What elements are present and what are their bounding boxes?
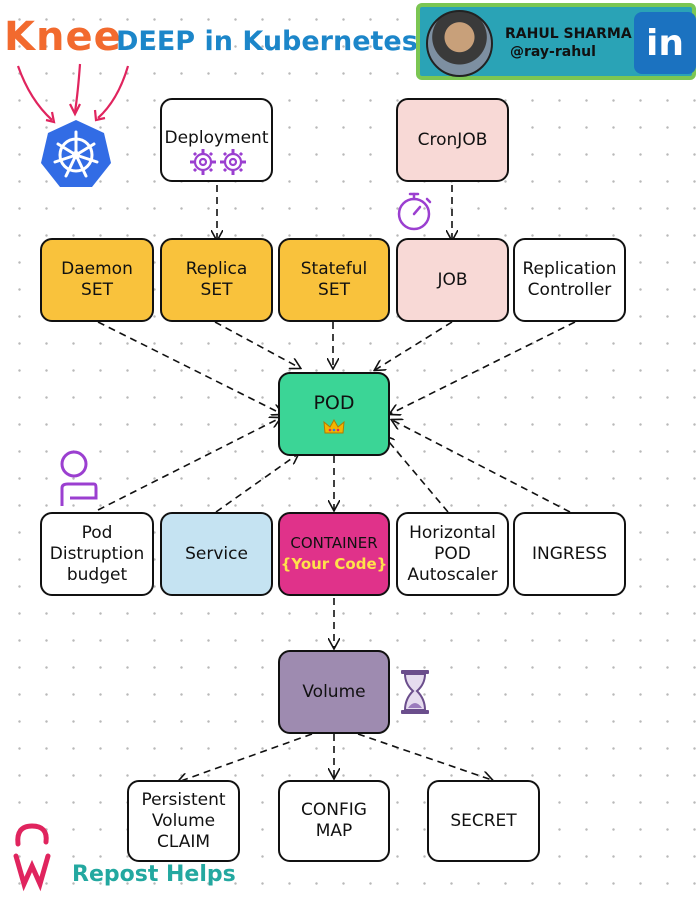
linkedin-icon[interactable]: in bbox=[634, 12, 696, 74]
node-cronjob-label: CronJOB bbox=[417, 129, 488, 150]
arrow-volume-pvc bbox=[178, 733, 313, 782]
arrow-hpa-pod bbox=[384, 436, 449, 513]
arrow-daemonset-pod bbox=[97, 321, 282, 414]
node-pod: POD bbox=[278, 372, 390, 456]
node-container-sub: {Your Code} bbox=[280, 555, 388, 573]
node-configmap-label: CONFIG MAP bbox=[301, 800, 367, 841]
pointer-arrows bbox=[16, 63, 130, 124]
node-pod-label: POD bbox=[313, 391, 355, 414]
node-daemonset: Daemon SET bbox=[40, 238, 154, 322]
node-pod-disruption-budget: Pod Distruption budget bbox=[40, 512, 154, 596]
node-container: CONTAINER {Your Code} bbox=[278, 512, 390, 596]
node-replication-controller-label: Replication Controller bbox=[522, 259, 617, 300]
node-pdb-label: Pod Distruption budget bbox=[49, 522, 145, 585]
avatar bbox=[426, 10, 493, 77]
node-deployment: Deployment bbox=[160, 98, 273, 182]
person-icon bbox=[60, 450, 98, 506]
arrow-service-pod bbox=[215, 454, 298, 513]
arrow-replicaset-pod bbox=[214, 321, 300, 368]
arrow-pdb-pod bbox=[97, 418, 280, 511]
node-service-label: Service bbox=[185, 543, 248, 564]
repost-helps-text: Repost Helps bbox=[72, 862, 236, 887]
title-knee: Knee bbox=[4, 14, 122, 60]
stopwatch-icon bbox=[397, 192, 432, 231]
node-ingress-label: INGRESS bbox=[531, 543, 608, 564]
node-hpa-label: Horizontal POD Autoscaler bbox=[407, 522, 498, 585]
node-deployment-label: Deployment bbox=[164, 128, 269, 148]
node-replicaset-label: Replica SET bbox=[185, 259, 248, 300]
arrow-rc-pod bbox=[390, 321, 576, 414]
arrow-ingress-pod bbox=[392, 420, 571, 513]
node-secret-label: SECRET bbox=[450, 810, 517, 831]
gears-icon bbox=[190, 149, 246, 175]
author-handle: @ray-rahul bbox=[510, 44, 596, 60]
node-configmap: CONFIG MAP bbox=[278, 780, 390, 862]
kubernetes-helm-icon bbox=[41, 120, 111, 187]
node-daemonset-label: Daemon SET bbox=[61, 259, 133, 300]
crown-icon bbox=[323, 418, 345, 433]
arrow-job-pod bbox=[375, 321, 453, 370]
node-job-label: JOB bbox=[437, 269, 468, 290]
node-secret: SECRET bbox=[427, 780, 540, 862]
node-replication-controller: Replication Controller bbox=[513, 238, 626, 322]
node-pvc-label: Persistent Volume CLAIM bbox=[141, 789, 226, 852]
hourglass-icon bbox=[401, 670, 429, 714]
title-deep-in-kubernetes: DEEP in Kubernetes bbox=[116, 26, 418, 57]
node-ingress: INGRESS bbox=[513, 512, 626, 596]
node-container-label: CONTAINER bbox=[290, 534, 378, 552]
node-replicaset: Replica SET bbox=[160, 238, 273, 322]
node-pvc: Persistent Volume CLAIM bbox=[127, 780, 240, 862]
node-volume: Volume bbox=[278, 650, 390, 734]
author-name: RAHUL SHARMA bbox=[505, 26, 632, 42]
author-profile-banner[interactable]: RAHUL SHARMA @ray-rahul in bbox=[416, 3, 696, 80]
node-hpa: Horizontal POD Autoscaler bbox=[396, 512, 509, 596]
node-statefulset: Stateful SET bbox=[278, 238, 390, 322]
arrow-volume-secret bbox=[357, 733, 492, 780]
repost-logo-icon bbox=[13, 823, 51, 892]
node-cronjob: CronJOB bbox=[396, 98, 509, 182]
node-job: JOB bbox=[396, 238, 509, 322]
node-service: Service bbox=[160, 512, 273, 596]
node-volume-label: Volume bbox=[302, 681, 366, 702]
node-statefulset-label: Stateful SET bbox=[300, 259, 368, 300]
